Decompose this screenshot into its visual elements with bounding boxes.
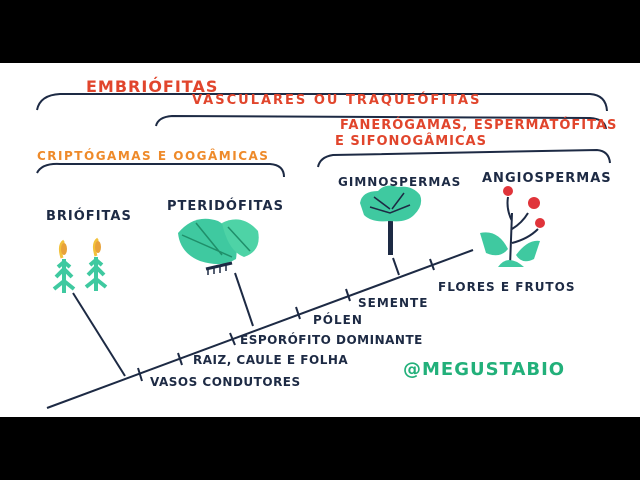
trait-label-vasos: VASOS CONDUTORES [150, 375, 301, 389]
taxon-label-pteridofitas: PTERIDÓFITAS [167, 199, 284, 214]
bracket-fanerogamas [318, 150, 610, 167]
whiteboard: EMBRIÓFITAS VASCULARES OU TRAQUEÓFITAS F… [0, 63, 640, 417]
tick-polen [296, 307, 300, 319]
branch-briofitas [73, 293, 125, 376]
group-label-fanerogamas-line1: FANERÓGAMAS, ESPERMATÓFITAS [340, 118, 617, 133]
taxon-label-gimnospermas: GIMNOSPERMAS [338, 175, 461, 189]
group-label-criptogamas: CRIPTÓGAMAS E OOGÂMICAS [37, 149, 269, 163]
flowering-plant-icon [480, 186, 545, 267]
taxon-label-briofitas: BRIÓFITAS [46, 209, 132, 224]
trait-label-polen: PÓLEN [313, 313, 363, 327]
trait-label-raiz: RAIZ, CAULE E FOLHA [193, 353, 348, 367]
trait-label-semente: SEMENTE [358, 296, 428, 310]
group-label-vasculares: VASCULARES OU TRAQUEÓFITAS [192, 93, 481, 108]
moss-icon [54, 239, 106, 293]
branch-pteridofitas [235, 273, 253, 326]
fern-icon [178, 219, 259, 275]
branch-gimnospermas [393, 258, 399, 275]
trait-label-flores: FLORES E FRUTOS [438, 280, 575, 294]
trait-label-esporofito: ESPORÓFITO DOMINANTE [240, 333, 423, 347]
bracket-criptogamas [37, 164, 284, 177]
author-handle: @MEGUSTABIO [403, 359, 565, 380]
group-label-fanerogamas-line2: E SIFONOGÂMICAS [335, 134, 487, 149]
pine-tree-icon [360, 186, 421, 255]
taxon-label-angiospermas: ANGIOSPERMAS [482, 171, 612, 186]
